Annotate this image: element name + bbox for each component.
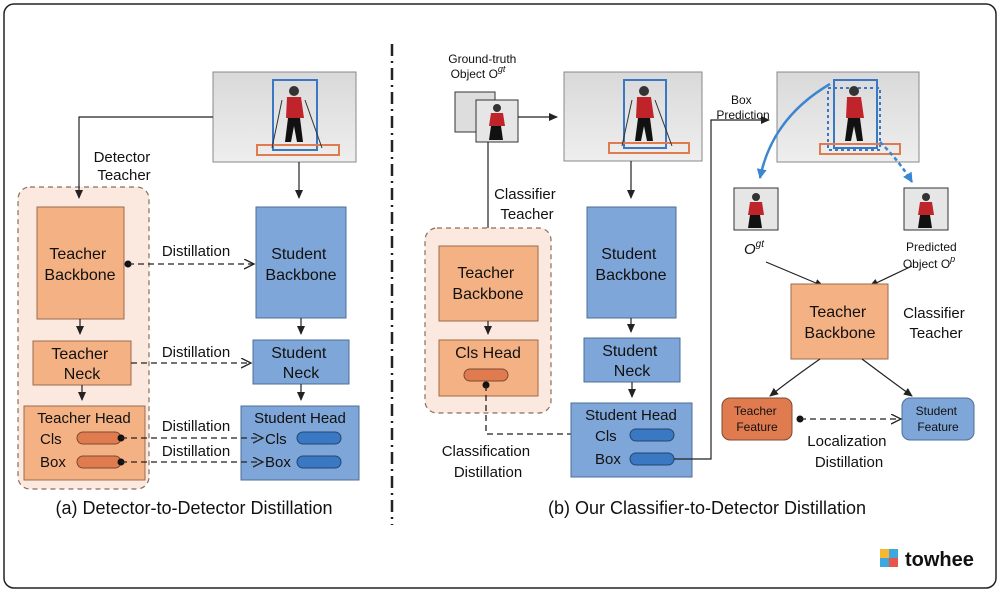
teacher-neck-a-label: Teacher Neck (51, 346, 112, 383)
student-box-a-label: Box (265, 454, 291, 471)
watermark: towhee (905, 549, 974, 571)
student-neck-b (583, 337, 681, 383)
pred-crop-right (903, 187, 949, 231)
teacher-backbone-b-label: Teacher Backbone (452, 265, 523, 303)
teacher-cls-bar-b (463, 368, 509, 382)
ski-image-b (563, 71, 703, 162)
student-cls-a-label: Cls (265, 431, 287, 448)
teacher-backbone-b (438, 245, 539, 322)
teacher-box-bar-a (76, 455, 122, 469)
teacher-cls-bar-a (76, 431, 122, 445)
detector-teacher-label: Detector Teacher (94, 149, 155, 184)
teacher-feature-box (721, 397, 793, 441)
student-box-b-label: Box (595, 451, 621, 468)
teacher-head-a-label: Teacher Head (37, 410, 130, 427)
student-box-bar-a (296, 455, 342, 469)
localization-distillation-label: Localization Distillation (807, 433, 890, 471)
classifier-teacher-right-label: Classifier Teacher (903, 305, 969, 342)
ground-truth-crops (454, 91, 519, 143)
towhee-logo-icon (880, 549, 898, 567)
teacher-feature-label: Teacher Feature (734, 404, 780, 434)
o-gt-label: Ogt (744, 239, 765, 258)
classifier-teacher-label: Classifier Teacher (494, 186, 560, 223)
box-prediction-label: Box Prediction (716, 93, 769, 122)
gt-crop-right (733, 187, 779, 231)
teacher-backbone-right (790, 283, 889, 360)
distillation-label-backbone-a: Distillation (162, 243, 230, 260)
caption-b: (b) Our Classifier-to-Detector Distillat… (548, 498, 866, 518)
teacher-backbone-a-label: Teacher Backbone (44, 246, 115, 284)
distillation-label-box-a: Distillation (162, 443, 230, 460)
ski-image-b-right (776, 71, 920, 163)
student-feature-label: Student Feature (916, 404, 961, 434)
teacher-backbone-a (36, 206, 125, 320)
cls-head-b-label: Cls Head (455, 345, 521, 362)
student-neck-b-label: Student Neck (602, 343, 662, 380)
student-neck-a-label: Student Neck (271, 345, 331, 382)
teacher-backbone-right-label: Teacher Backbone (804, 304, 875, 342)
predicted-object-label: Predicted Object Op (903, 240, 960, 271)
teacher-cls-a-label: Cls (40, 431, 62, 448)
distillation-label-neck-a: Distillation (162, 344, 230, 361)
student-cls-b-label: Cls (595, 428, 617, 445)
distillation-label-cls-a: Distillation (162, 418, 230, 435)
panel-a: Detector Teacher Teacher Backbone Teache… (17, 71, 360, 518)
classification-distillation-label: Classification Distillation (442, 443, 535, 481)
ground-truth-label: Ground-truth Object Ogt (448, 52, 519, 81)
student-backbone-a (255, 206, 347, 319)
student-cls-bar-b (629, 428, 675, 442)
ski-image-a (212, 71, 357, 163)
student-neck-a (252, 339, 350, 385)
student-cls-bar-a (296, 431, 342, 445)
student-backbone-a-label: Student Backbone (265, 246, 336, 284)
student-backbone-b (586, 206, 677, 319)
teacher-box-a-label: Box (40, 454, 66, 471)
caption-a: (a) Detector-to-Detector Distillation (55, 498, 332, 518)
student-head-a-label: Student Head (254, 410, 346, 427)
student-backbone-b-label: Student Backbone (595, 246, 666, 284)
panel-b: Ground-truth Object Ogt Classifier (424, 52, 975, 518)
student-head-b-label: Student Head (585, 407, 677, 424)
student-box-bar-b (629, 452, 675, 466)
